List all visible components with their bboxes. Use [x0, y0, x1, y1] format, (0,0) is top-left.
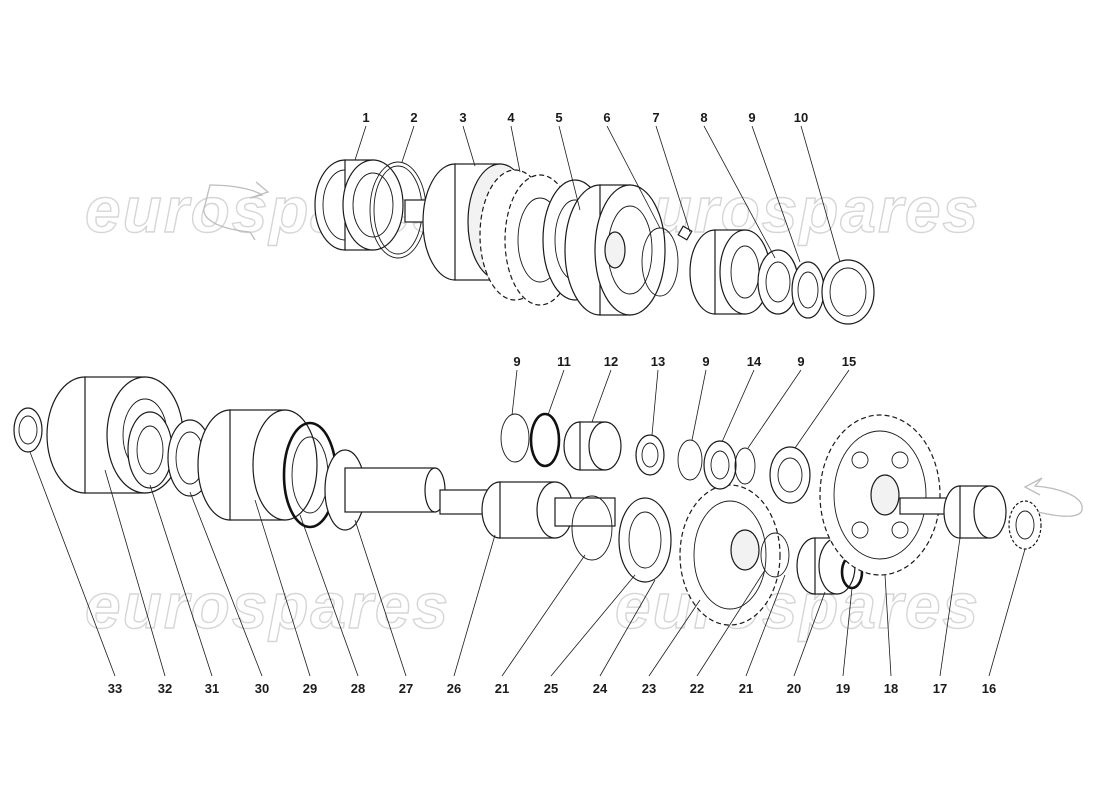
part-8-nut: [757, 249, 799, 315]
part-22-ring: [760, 532, 790, 578]
part-14-bearing: [703, 440, 737, 490]
callout-2: 2: [410, 110, 417, 125]
callout-28: 28: [351, 681, 365, 696]
middle-leaders: [511, 369, 850, 449]
callout-26: 26: [447, 681, 461, 696]
part-21-snap-ring: [571, 495, 613, 561]
part-18-large-gear: [819, 414, 941, 576]
part-10-seal: [821, 259, 875, 325]
callout-13: 13: [651, 354, 665, 369]
callout-21: 21: [739, 681, 753, 696]
bottom-leaders: [29, 451, 1026, 677]
callout-22: 22: [690, 681, 704, 696]
callout-5: 5: [555, 110, 562, 125]
callout-24: 24: [593, 681, 608, 696]
top-assembly: [314, 125, 875, 325]
callout-1: 1: [362, 110, 369, 125]
callout-14: 14: [747, 354, 762, 369]
rotation-arrow-icon: [203, 181, 270, 241]
callouts-bottom: 33 32 31 30 29 28 27 26 21 25 24 23 22 2…: [108, 681, 996, 696]
callout-9: 9: [702, 354, 709, 369]
callout-7: 7: [652, 110, 659, 125]
callout-15: 15: [842, 354, 856, 369]
callout-9: 9: [797, 354, 804, 369]
part-27-shaft: [324, 449, 446, 531]
callout-23: 23: [642, 681, 656, 696]
part-23-gear: [679, 484, 781, 626]
watermark-top-right: eurospares: [615, 174, 980, 246]
part-13-nut: [635, 434, 665, 476]
part-11-snap-ring: [529, 412, 561, 468]
part-9-ring: [791, 261, 825, 319]
part-9-ring-mid-a: [500, 413, 530, 463]
callout-9: 9: [513, 354, 520, 369]
part-6-drum: [564, 184, 666, 316]
part-26-splined-shaft: [439, 481, 616, 539]
part-25-bearing: [618, 497, 672, 583]
callout-4: 4: [507, 110, 515, 125]
callout-33: 33: [108, 681, 122, 696]
callouts-middle: 9 11 12 13 9 14 9 15: [513, 354, 856, 369]
callout-17: 17: [933, 681, 947, 696]
part-9-ring-mid-c: [734, 447, 756, 485]
part-15-bearing: [769, 446, 811, 504]
watermark-bottom-right: eurospares: [615, 570, 980, 642]
callout-21: 21: [495, 681, 509, 696]
part-31-seal: [127, 411, 173, 489]
part-1-bearing: [314, 159, 404, 251]
part-9-ring-mid-b: [677, 439, 703, 481]
rotation-arrow-icon: [1023, 477, 1083, 517]
callout-19: 19: [836, 681, 850, 696]
callout-18: 18: [884, 681, 898, 696]
callout-27: 27: [399, 681, 413, 696]
callout-6: 6: [603, 110, 610, 125]
callout-16: 16: [982, 681, 996, 696]
callout-9: 9: [748, 110, 755, 125]
callout-31: 31: [205, 681, 219, 696]
callout-32: 32: [158, 681, 172, 696]
watermark-bottom-left: eurospares: [85, 570, 450, 642]
bottom-assembly: [13, 369, 1042, 677]
callout-25: 25: [544, 681, 558, 696]
top-leaders: [354, 125, 841, 263]
part-12-bushing: [563, 421, 622, 471]
part-7-bearing: [689, 229, 771, 315]
callouts-top: 1 2 3 4 5 6 7 8 9 10: [362, 110, 808, 125]
part-33-cap: [13, 407, 43, 453]
callout-8: 8: [700, 110, 707, 125]
part-17-shaft: [899, 485, 1007, 539]
callout-11: 11: [557, 354, 571, 369]
callout-20: 20: [787, 681, 801, 696]
callout-3: 3: [459, 110, 466, 125]
callout-12: 12: [604, 354, 618, 369]
callout-10: 10: [794, 110, 808, 125]
callout-29: 29: [303, 681, 317, 696]
part-16-cap: [1008, 500, 1042, 550]
part-29-housing: [197, 409, 318, 521]
callout-30: 30: [255, 681, 269, 696]
